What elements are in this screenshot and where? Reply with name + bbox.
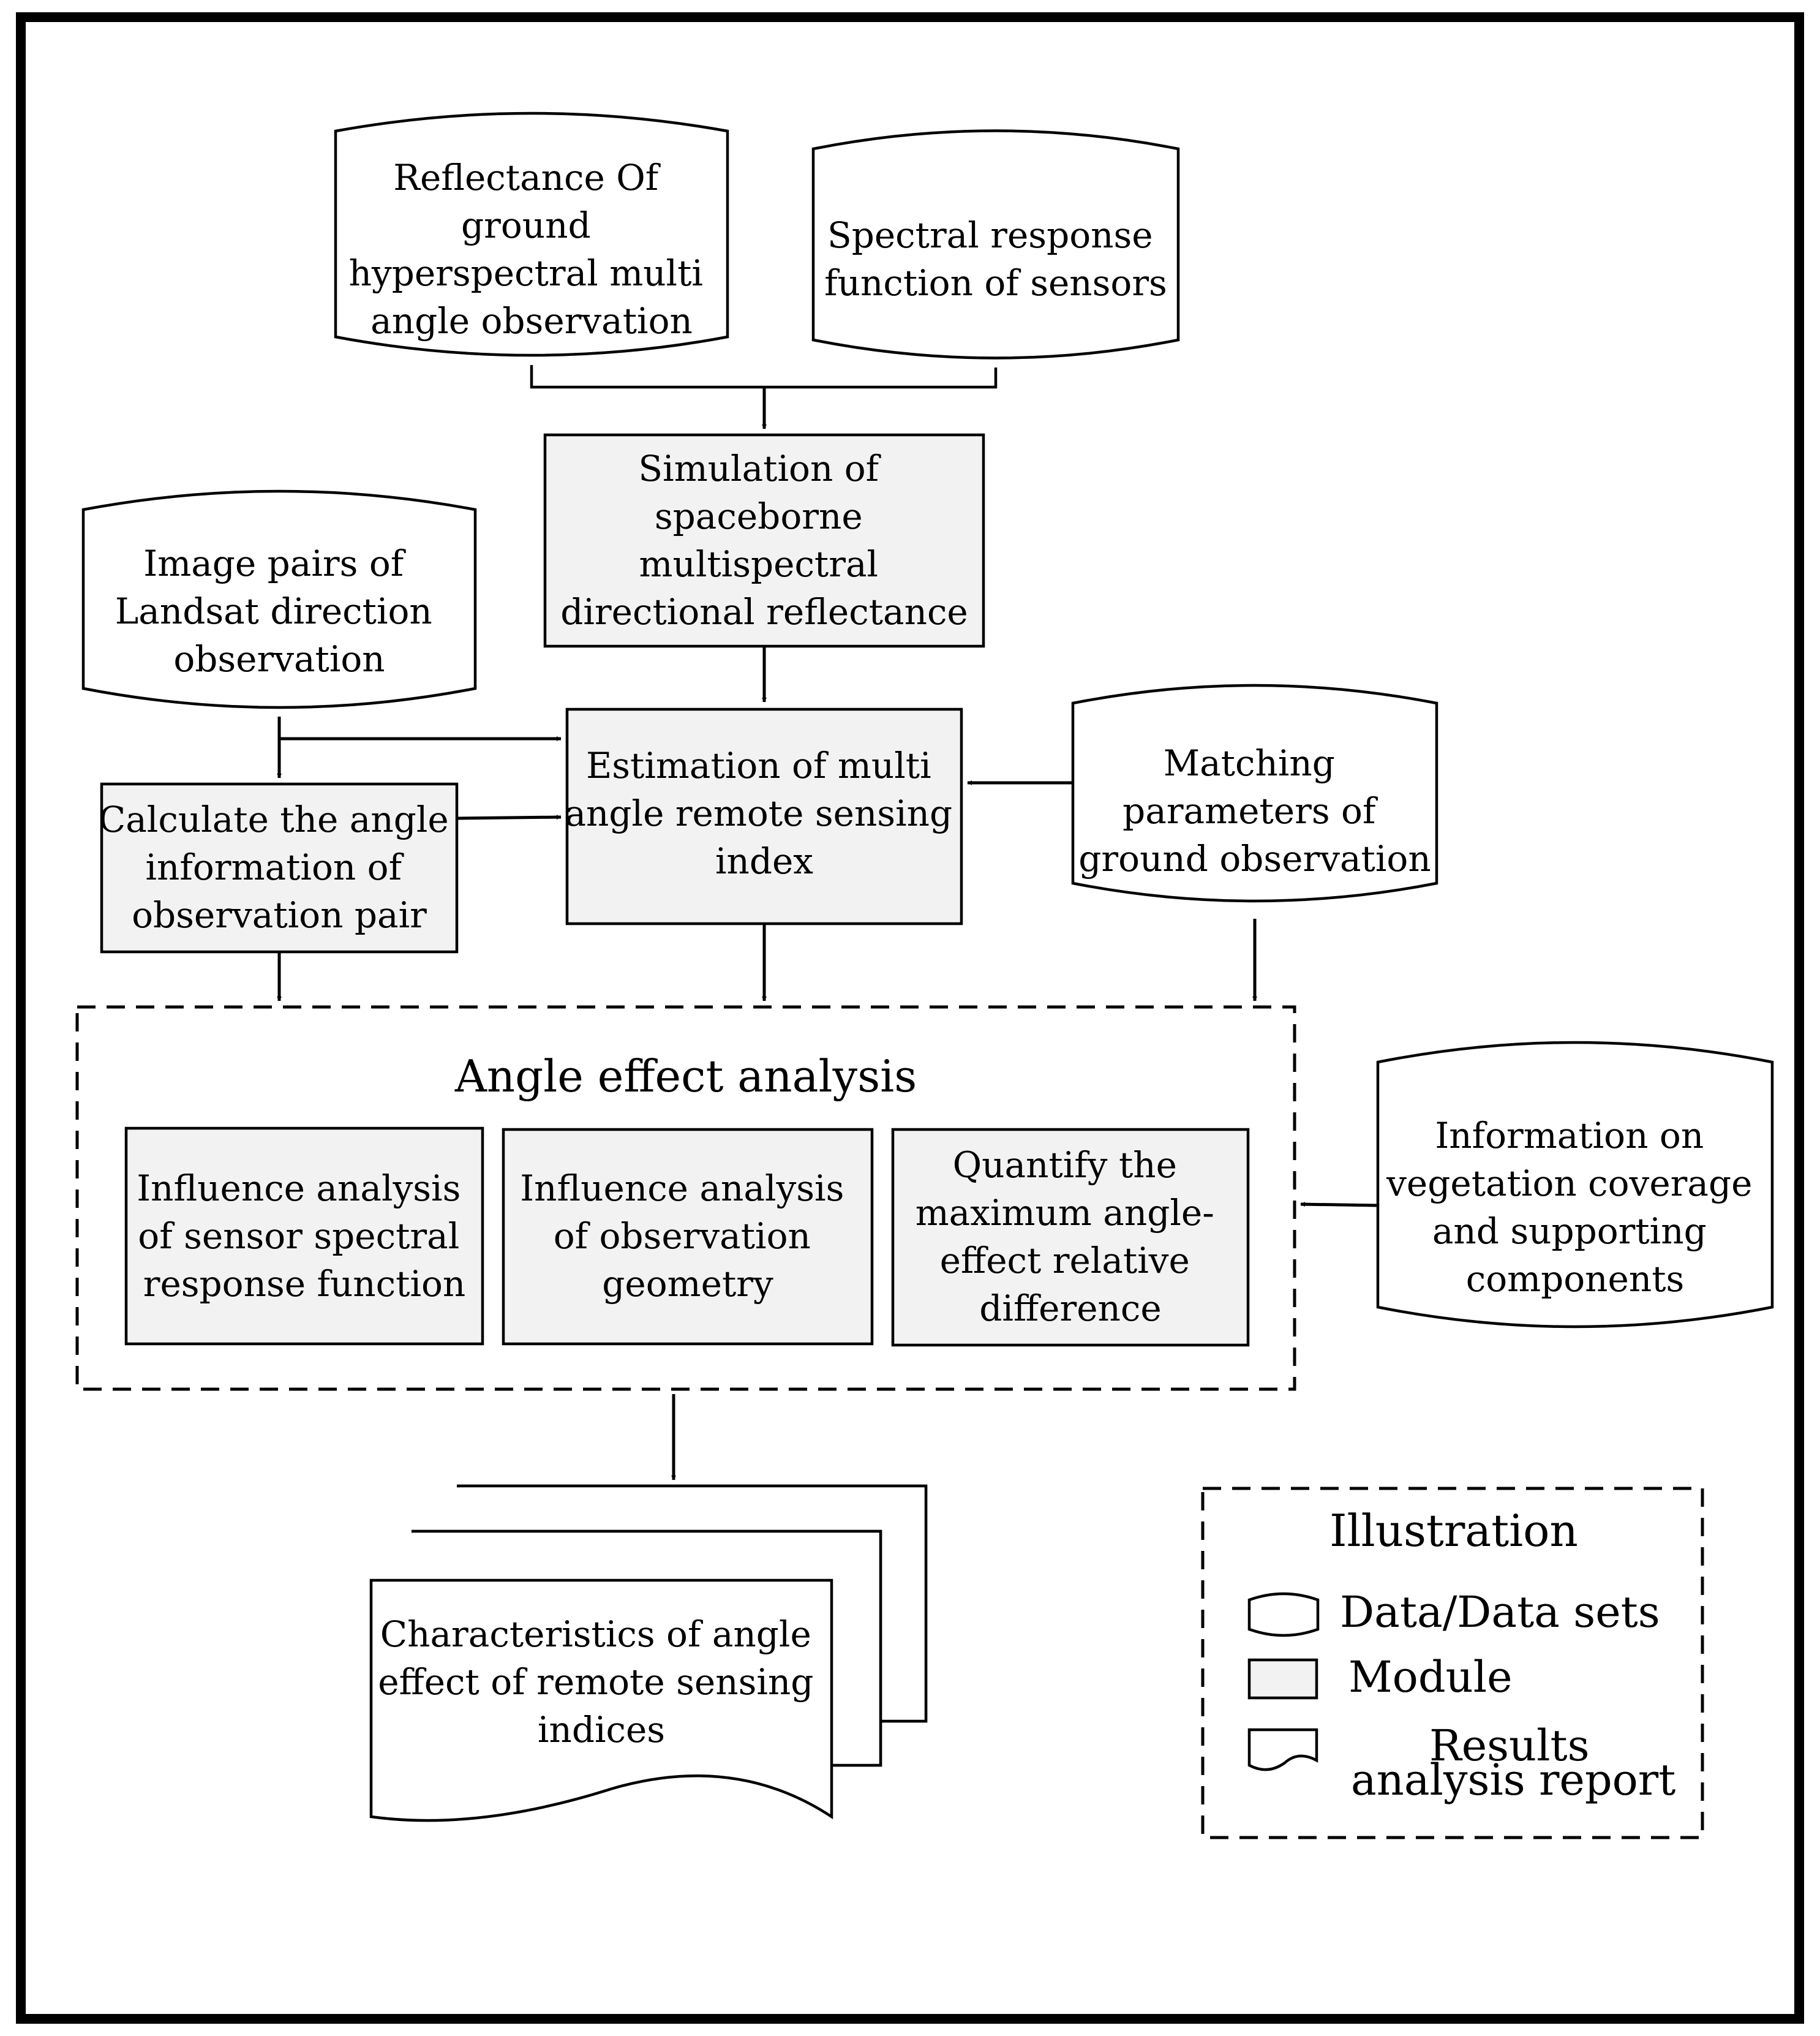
- legend-title: Illustration: [1329, 1505, 1578, 1556]
- quantify-label: Quantify the maximum angle- effect relat…: [916, 1144, 1226, 1329]
- legend-results-label-2: analysis report: [1351, 1755, 1675, 1805]
- matching-label: Matching parameters of ground observatio…: [1078, 742, 1431, 880]
- influence-geometry-module-node: Influence analysis of observation geomet…: [502, 1128, 874, 1346]
- estimation-module-node: Estimation of multi angle remote sensing…: [565, 707, 963, 926]
- reflectance-label: Reflectance Of ground hyperspectral mult…: [349, 157, 715, 342]
- influence-geometry-label: Influence analysis of observation geomet…: [520, 1167, 855, 1305]
- angle-effect-title: Angle effect analysis: [454, 1050, 917, 1102]
- image-pairs-data-node: Image pairs of Landsat direction observa…: [81, 489, 477, 709]
- characteristics-label: Characteristics of angle effect of remot…: [378, 1613, 825, 1751]
- legend-module-icon: [1247, 1658, 1318, 1700]
- legend-data-icon: [1247, 1592, 1320, 1637]
- legend: Illustration Data/Data sets Module Resul…: [1201, 1487, 1704, 1839]
- calculate-module-node: Calculate the angle information of obser…: [99, 782, 460, 954]
- calculate-label: Calculate the angle information of obser…: [99, 799, 460, 936]
- matching-data-node: Matching parameters of ground observatio…: [1071, 684, 1438, 903]
- characteristics-result-node: Characteristics of angle effect of remot…: [369, 1484, 928, 1822]
- spectral-response-data-node: Spectral response function of sensors: [811, 129, 1180, 360]
- vegetation-label: Information on vegetation coverage and s…: [1386, 1115, 1764, 1300]
- legend-results-icon: [1247, 1728, 1318, 1771]
- estimation-label: Estimation of multi angle remote sensing…: [565, 745, 963, 882]
- quantify-module-node: Quantify the maximum angle- effect relat…: [891, 1128, 1250, 1347]
- spectral-response-label: Spectral response function of sensors: [824, 214, 1167, 304]
- outer-frame: [16, 12, 1804, 2024]
- angle-effect-group: Angle effect analysis: [75, 1005, 1296, 1391]
- image-pairs-label: Image pairs of Landsat direction observa…: [115, 543, 443, 680]
- legend-data-label: Data/Data sets: [1340, 1587, 1660, 1637]
- legend-results-label-1: Results: [1429, 1721, 1590, 1771]
- influence-sensor-module-node: Influence analysis of sensor spectral re…: [124, 1126, 484, 1346]
- vegetation-data-node: Information on vegetation coverage and s…: [1376, 1041, 1774, 1329]
- influence-sensor-label: Influence analysis of sensor spectral re…: [137, 1167, 472, 1305]
- legend-module-label: Module: [1348, 1652, 1513, 1702]
- reflectance-data-node: Reflectance Of ground hyperspectral mult…: [334, 111, 729, 357]
- simulation-module-node: Simulation of spaceborne multispectral d…: [543, 433, 985, 648]
- simulation-label: Simulation of spaceborne multispectral d…: [560, 448, 968, 633]
